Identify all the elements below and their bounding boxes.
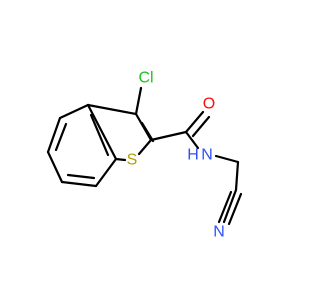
bond <box>184 130 200 150</box>
oxygen-atom-label: O <box>203 96 215 113</box>
bond <box>234 160 240 192</box>
bond <box>86 103 118 161</box>
bond <box>222 188 238 224</box>
molecule-canvas: Cl S O N H N <box>46 70 243 241</box>
amide-nitrogen-label: N <box>201 147 213 164</box>
bond <box>60 180 98 188</box>
bond <box>89 113 110 157</box>
bond <box>227 192 243 226</box>
bond <box>86 103 138 116</box>
bond <box>66 173 96 180</box>
bond <box>58 103 90 120</box>
amide-hydrogen-label: H <box>187 147 199 164</box>
bond <box>134 86 143 116</box>
bond <box>46 150 64 184</box>
bond <box>184 110 205 134</box>
thiophene-ring <box>86 103 155 162</box>
bond <box>94 157 118 188</box>
benzene-ring <box>46 103 118 188</box>
bond <box>137 138 153 156</box>
bond <box>54 122 68 152</box>
bond <box>149 130 188 142</box>
nitrile-nitrogen-label: N <box>213 224 225 241</box>
bond <box>140 121 155 143</box>
bond <box>191 115 211 138</box>
bond <box>214 154 240 164</box>
bond <box>46 116 62 154</box>
bond <box>217 190 233 224</box>
sulfur-atom-label: S <box>127 152 138 169</box>
bond <box>114 157 127 162</box>
chlorine-atom-label: Cl <box>138 70 153 87</box>
structure-diagram: Cl S O N H N <box>46 70 243 241</box>
